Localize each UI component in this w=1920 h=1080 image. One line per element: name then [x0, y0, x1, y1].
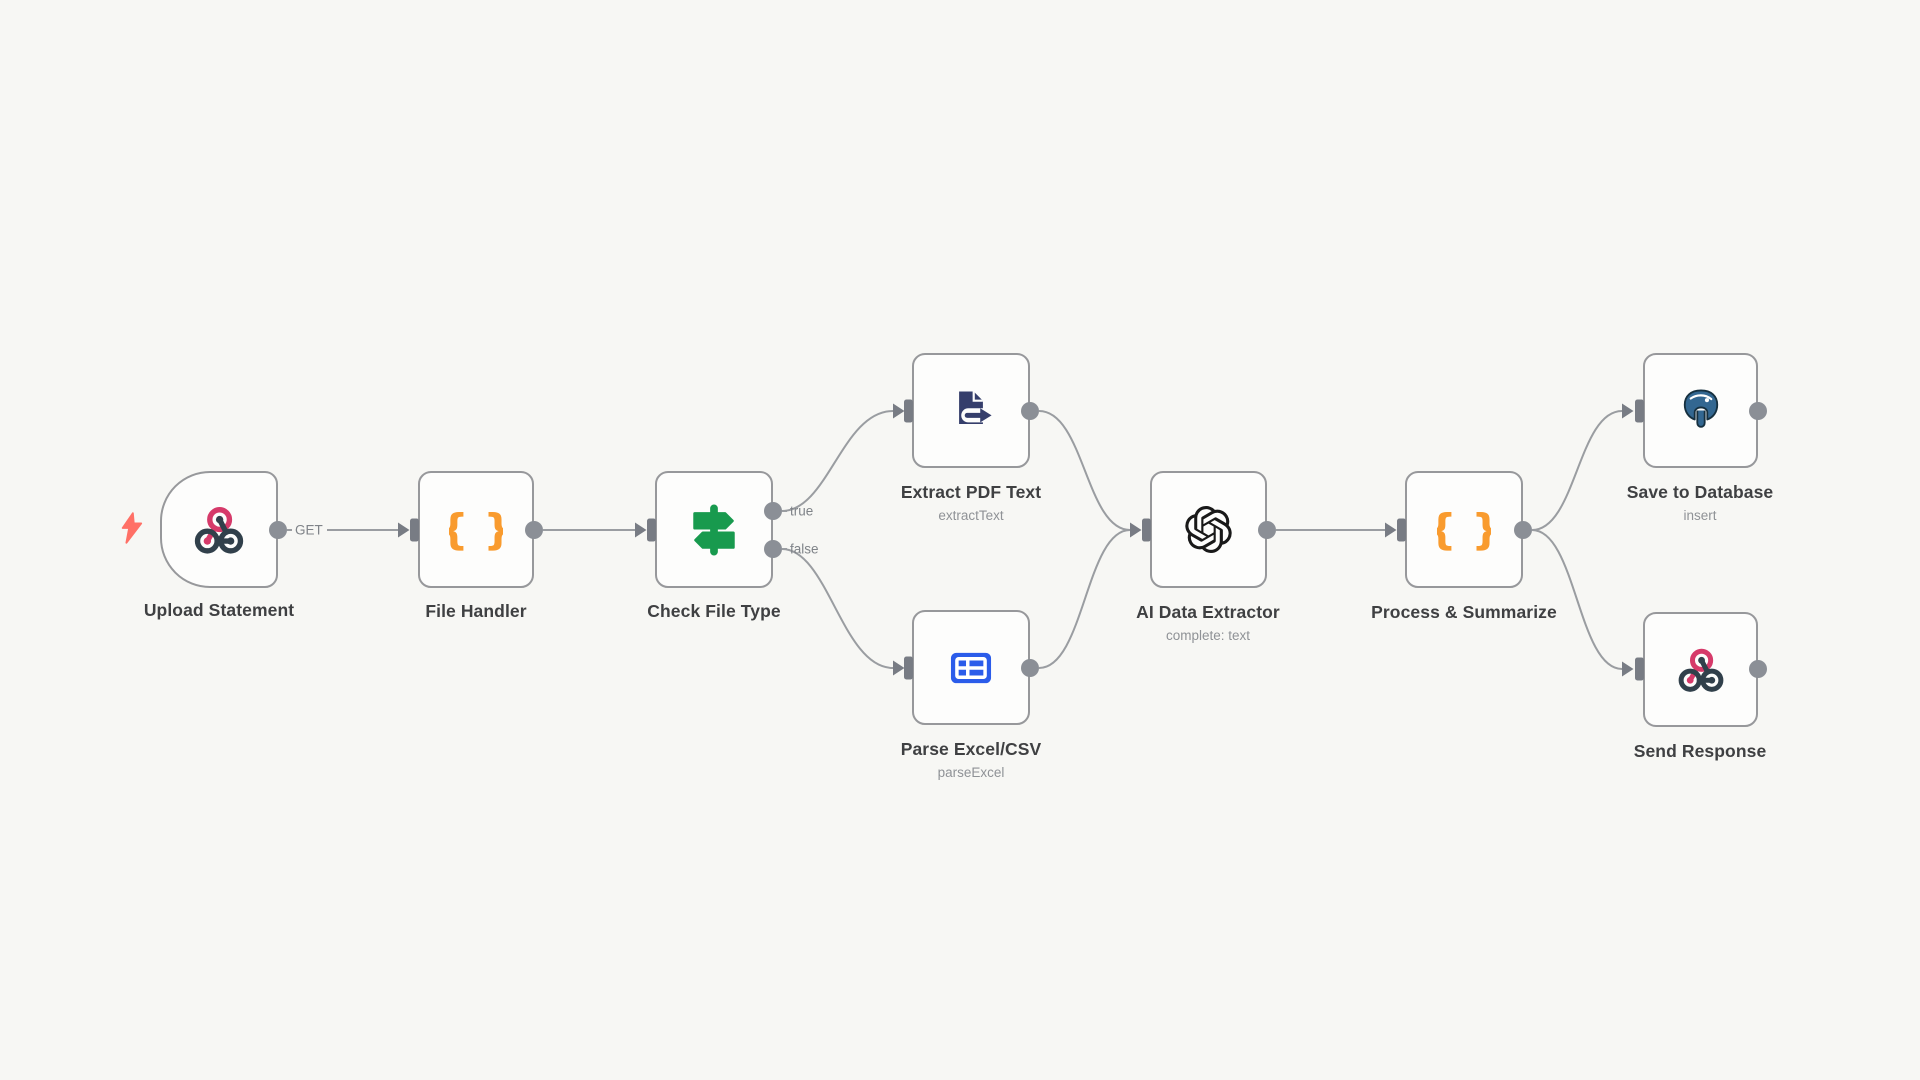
- output-port-check-false[interactable]: [764, 540, 782, 558]
- node-label-check-file-type: Check File Type: [584, 601, 844, 622]
- node-process-summarize[interactable]: { }: [1405, 471, 1523, 588]
- lightning-trigger-icon: [121, 512, 143, 544]
- openai-icon: [1185, 506, 1232, 553]
- connection-process-to-send[interactable]: [1531, 529, 1623, 670]
- output-port-filehandler[interactable]: [525, 521, 543, 539]
- input-port-extract[interactable]: [904, 399, 913, 423]
- input-arrow-send: [1622, 661, 1634, 677]
- node-save-to-database[interactable]: [1643, 353, 1758, 468]
- node-ai-data-extractor[interactable]: [1150, 471, 1267, 588]
- postgresql-icon: [1683, 388, 1718, 428]
- input-port-ai[interactable]: [1142, 518, 1151, 542]
- output-port-send[interactable]: [1749, 660, 1767, 678]
- input-port-save[interactable]: [1635, 399, 1644, 423]
- node-name: Upload Statement: [143, 600, 295, 620]
- node-send-response[interactable]: [1643, 612, 1758, 727]
- code-braces-icon: { }: [1437, 505, 1491, 554]
- connection-parse-to-ai[interactable]: [1038, 529, 1131, 669]
- node-label-send-response: Send Response: [1570, 741, 1830, 762]
- svg-text:{ }: { }: [449, 505, 503, 554]
- node-label-parse-excel-csv: Parse Excel/CSV parseExcel: [841, 739, 1101, 780]
- node-name: Extract PDF Text: [900, 482, 1042, 502]
- connection-check-to-parse[interactable]: [781, 548, 894, 669]
- output-port-process[interactable]: [1514, 521, 1532, 539]
- webhook-icon: [1678, 648, 1723, 692]
- input-arrow-save: [1622, 403, 1634, 419]
- node-name: Save to Database: [1626, 482, 1774, 502]
- node-name: Parse Excel/CSV: [900, 739, 1042, 759]
- node-upload-statement[interactable]: [160, 471, 278, 588]
- connection-check-to-extract[interactable]: [781, 410, 894, 512]
- node-label-save-to-database: Save to Database insert: [1570, 482, 1830, 523]
- node-label-process-summarize: Process & Summarize: [1334, 602, 1594, 623]
- input-arrow-extract: [893, 403, 905, 419]
- svg-text:{ }: { }: [1437, 505, 1491, 554]
- input-port-send[interactable]: [1635, 657, 1644, 681]
- input-port-check[interactable]: [647, 518, 656, 542]
- node-parse-excel-csv[interactable]: [912, 610, 1030, 725]
- node-sublabel: extractText: [938, 508, 1004, 523]
- node-extract-pdf-text[interactable]: [912, 353, 1030, 468]
- output-port-save[interactable]: [1749, 402, 1767, 420]
- node-check-file-type[interactable]: [655, 471, 773, 588]
- node-name: Check File Type: [647, 601, 781, 621]
- node-label-extract-pdf-text: Extract PDF Text extractText: [841, 482, 1101, 523]
- node-label-upload-statement: Upload Statement: [89, 600, 349, 621]
- output-port-upload[interactable]: [269, 521, 287, 539]
- edge-label-true: true: [790, 504, 813, 519]
- node-name: Process & Summarize: [1371, 602, 1557, 622]
- input-port-process[interactable]: [1397, 518, 1406, 542]
- input-arrow-filehandler: [398, 522, 410, 538]
- switch-signpost-icon: [693, 503, 735, 556]
- edge-label-get: GET: [295, 523, 323, 538]
- output-port-ai[interactable]: [1258, 521, 1276, 539]
- node-label-ai-data-extractor: AI Data Extractor complete: text: [1078, 602, 1338, 643]
- node-name: Send Response: [1633, 741, 1767, 761]
- node-sublabel: complete: text: [1165, 628, 1251, 643]
- input-arrow-process: [1385, 522, 1397, 538]
- output-port-extract[interactable]: [1021, 402, 1039, 420]
- input-arrow-ai: [1130, 522, 1142, 538]
- node-name: AI Data Extractor: [1136, 602, 1280, 622]
- output-port-check-true[interactable]: [764, 502, 782, 520]
- edge-label-false: false: [790, 542, 819, 557]
- input-arrow-parse: [893, 660, 905, 676]
- webhook-icon: [194, 506, 244, 554]
- node-label-file-handler: File Handler: [346, 601, 606, 622]
- input-port-filehandler[interactable]: [410, 518, 419, 542]
- input-arrow-check: [635, 522, 647, 538]
- extract-file-icon: [959, 391, 995, 424]
- node-sublabel: insert: [1683, 508, 1717, 523]
- node-sublabel: parseExcel: [937, 765, 1005, 780]
- node-file-handler[interactable]: { }: [418, 471, 534, 588]
- output-port-parse[interactable]: [1021, 659, 1039, 677]
- connection-process-to-save[interactable]: [1531, 410, 1623, 531]
- connection-extract-to-ai[interactable]: [1038, 410, 1131, 531]
- code-braces-icon: { }: [449, 505, 503, 554]
- spreadsheet-icon: [950, 652, 992, 683]
- node-name: File Handler: [425, 601, 527, 621]
- input-port-parse[interactable]: [904, 656, 913, 680]
